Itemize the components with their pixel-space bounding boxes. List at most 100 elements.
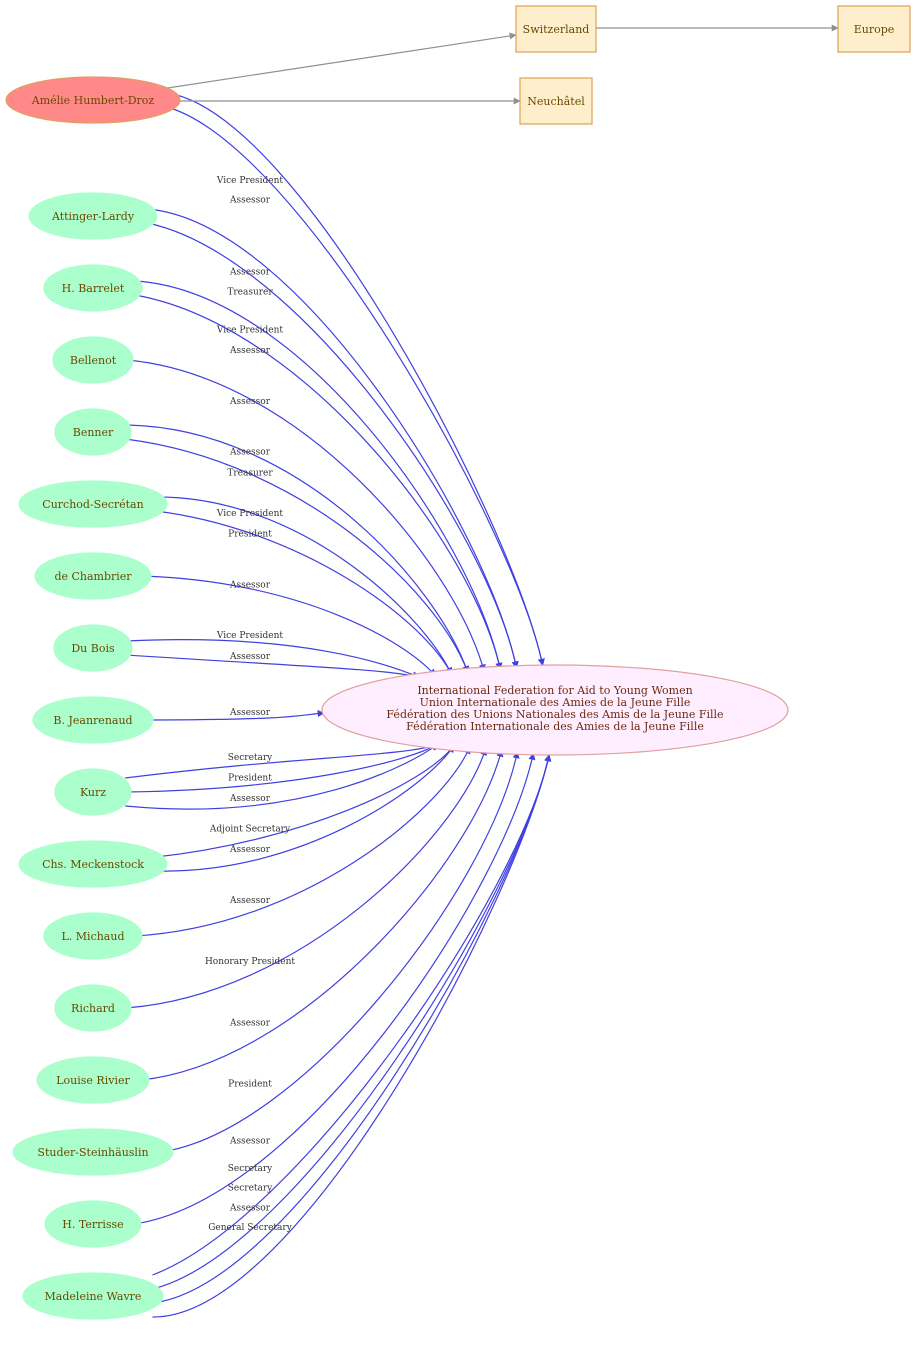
role-label: Treasurer: [227, 468, 273, 478]
role-label: President: [228, 1080, 272, 1090]
role-label: Treasurer: [227, 287, 273, 297]
hub-name-line: International Federation for Aid to Youn…: [417, 684, 692, 697]
role-edge: [155, 510, 453, 675]
place-label: Europe: [854, 23, 895, 36]
person-ellipse: [54, 408, 132, 456]
role-label: Assessor: [229, 845, 271, 855]
person-name: Benner: [73, 426, 114, 439]
person-ellipse: [36, 1056, 150, 1104]
role-edge: [125, 743, 439, 810]
person-node-benner[interactable]: Benner: [54, 408, 132, 456]
role-edge: [125, 743, 439, 779]
person-name: H. Terrisse: [62, 1218, 123, 1231]
role-edge: [166, 106, 545, 666]
location-edges: [160, 24, 839, 105]
organization-hub-node[interactable]: International Federation for Aid to Youn…: [321, 664, 789, 756]
person-node-terrisse[interactable]: H. Terrisse: [44, 1200, 142, 1248]
role-edge: [126, 359, 486, 672]
person-name: Amélie Humbert-Droz: [31, 94, 155, 107]
nodes: Switzerland EuropeNeuchâtelInternational …: [5, 5, 911, 1320]
person-ellipse: [54, 984, 132, 1032]
person-ellipse: [53, 624, 133, 672]
person-ellipse: [22, 1272, 164, 1320]
person-node-jeanrenaud[interactable]: B. Jeanrenaud: [32, 696, 154, 744]
person-node-rivier[interactable]: Louise Rivier: [36, 1056, 150, 1104]
role-label: Assessor: [229, 448, 271, 458]
person-node-michaud[interactable]: L. Michaud: [43, 912, 143, 960]
role-edge: [133, 752, 536, 1225]
person-node-humbert-droz[interactable]: Amélie Humbert-Droz: [5, 76, 181, 124]
person-node-studer-steinhauslin[interactable]: Studer-Steinhäuslin: [12, 1128, 174, 1176]
person-ellipse: [32, 696, 154, 744]
person-name: Du Bois: [71, 642, 115, 655]
person-node-wavre[interactable]: Madeleine Wavre: [22, 1272, 164, 1320]
role-label: Secretary: [228, 1164, 273, 1174]
role-edge: [152, 754, 552, 1318]
role-label: Assessor: [229, 196, 271, 206]
role-label: Vice President: [216, 325, 284, 335]
role-label: Vice President: [216, 509, 284, 519]
hub-name-line: Union Internationale des Amies de la Jeu…: [420, 696, 691, 709]
role-label: Honorary President: [205, 957, 295, 967]
person-ellipse: [43, 912, 143, 960]
role-label: President: [228, 529, 272, 539]
person-node-attinger-lardy[interactable]: Attinger-Lardy: [28, 192, 158, 240]
role-label: Secretary: [228, 753, 273, 763]
role-edge: [126, 654, 420, 680]
role-label: Adjoint Secretary: [209, 825, 291, 835]
role-edge: [126, 639, 420, 678]
role-edge: [147, 208, 519, 669]
role-edge: [152, 754, 552, 1304]
role-label: General Secretary: [208, 1223, 292, 1233]
role-edge: [155, 745, 455, 872]
place-node-switzerland[interactable]: Switzerland: [515, 5, 597, 53]
hub-name-line: Fédération des Unions Nationales des Ami…: [386, 708, 723, 721]
hub-name-line: Fédération Internationale des Amies de l…: [406, 720, 704, 733]
person-name: L. Michaud: [61, 930, 124, 943]
place-label: Neuchâtel: [527, 95, 585, 108]
place-label: Switzerland: [523, 23, 590, 36]
role-edge: [134, 294, 503, 670]
person-node-barrelet[interactable]: H. Barrelet: [43, 264, 143, 312]
place-node-neuchatel[interactable]: Neuchâtel: [519, 77, 593, 125]
person-ellipse: [18, 840, 168, 888]
role-label: Assessor: [229, 794, 271, 804]
hub-ellipse: [321, 664, 789, 756]
person-ellipse: [52, 336, 134, 384]
role-label: Assessor: [229, 1018, 271, 1028]
person-name: de Chambrier: [54, 570, 132, 583]
person-ellipse: [12, 1128, 174, 1176]
role-edge: [125, 748, 488, 1009]
role-edge: [147, 222, 519, 669]
role-edge: [152, 754, 552, 1290]
role-edge: [134, 280, 503, 670]
role-edge: [142, 575, 436, 677]
role-label: Assessor: [229, 708, 271, 718]
place-node-europe[interactable]: Europe: [837, 5, 911, 53]
person-ellipse: [44, 1200, 142, 1248]
person-node-curchod-secretan[interactable]: Curchod-Secrétan: [18, 480, 168, 528]
person-name: Bellenot: [70, 354, 117, 367]
role-label: Assessor: [229, 1203, 271, 1213]
role-label: Secretary: [228, 1184, 273, 1194]
role-edge: [125, 424, 470, 674]
person-name: Curchod-Secrétan: [42, 498, 143, 511]
person-name: Attinger-Lardy: [51, 210, 135, 223]
role-label: Assessor: [229, 896, 271, 906]
role-edge: [125, 438, 469, 674]
person-node-richard[interactable]: Richard: [54, 984, 132, 1032]
person-node-meckenstock[interactable]: Chs. Meckenstock: [18, 840, 168, 888]
person-node-de-chambrier[interactable]: de Chambrier: [34, 552, 152, 600]
role-label: President: [228, 774, 272, 784]
person-node-bellenot[interactable]: Bellenot: [52, 336, 134, 384]
person-node-kurz[interactable]: Kurz: [54, 768, 132, 816]
place-box: [515, 5, 597, 53]
person-ellipse: [43, 264, 143, 312]
role-edge: [152, 754, 552, 1276]
person-node-du-bois[interactable]: Du Bois: [53, 624, 133, 672]
person-ellipse: [28, 192, 158, 240]
role-label: Assessor: [229, 1136, 271, 1146]
person-name: Madeleine Wavre: [45, 1290, 142, 1303]
location-edge: [160, 32, 517, 90]
